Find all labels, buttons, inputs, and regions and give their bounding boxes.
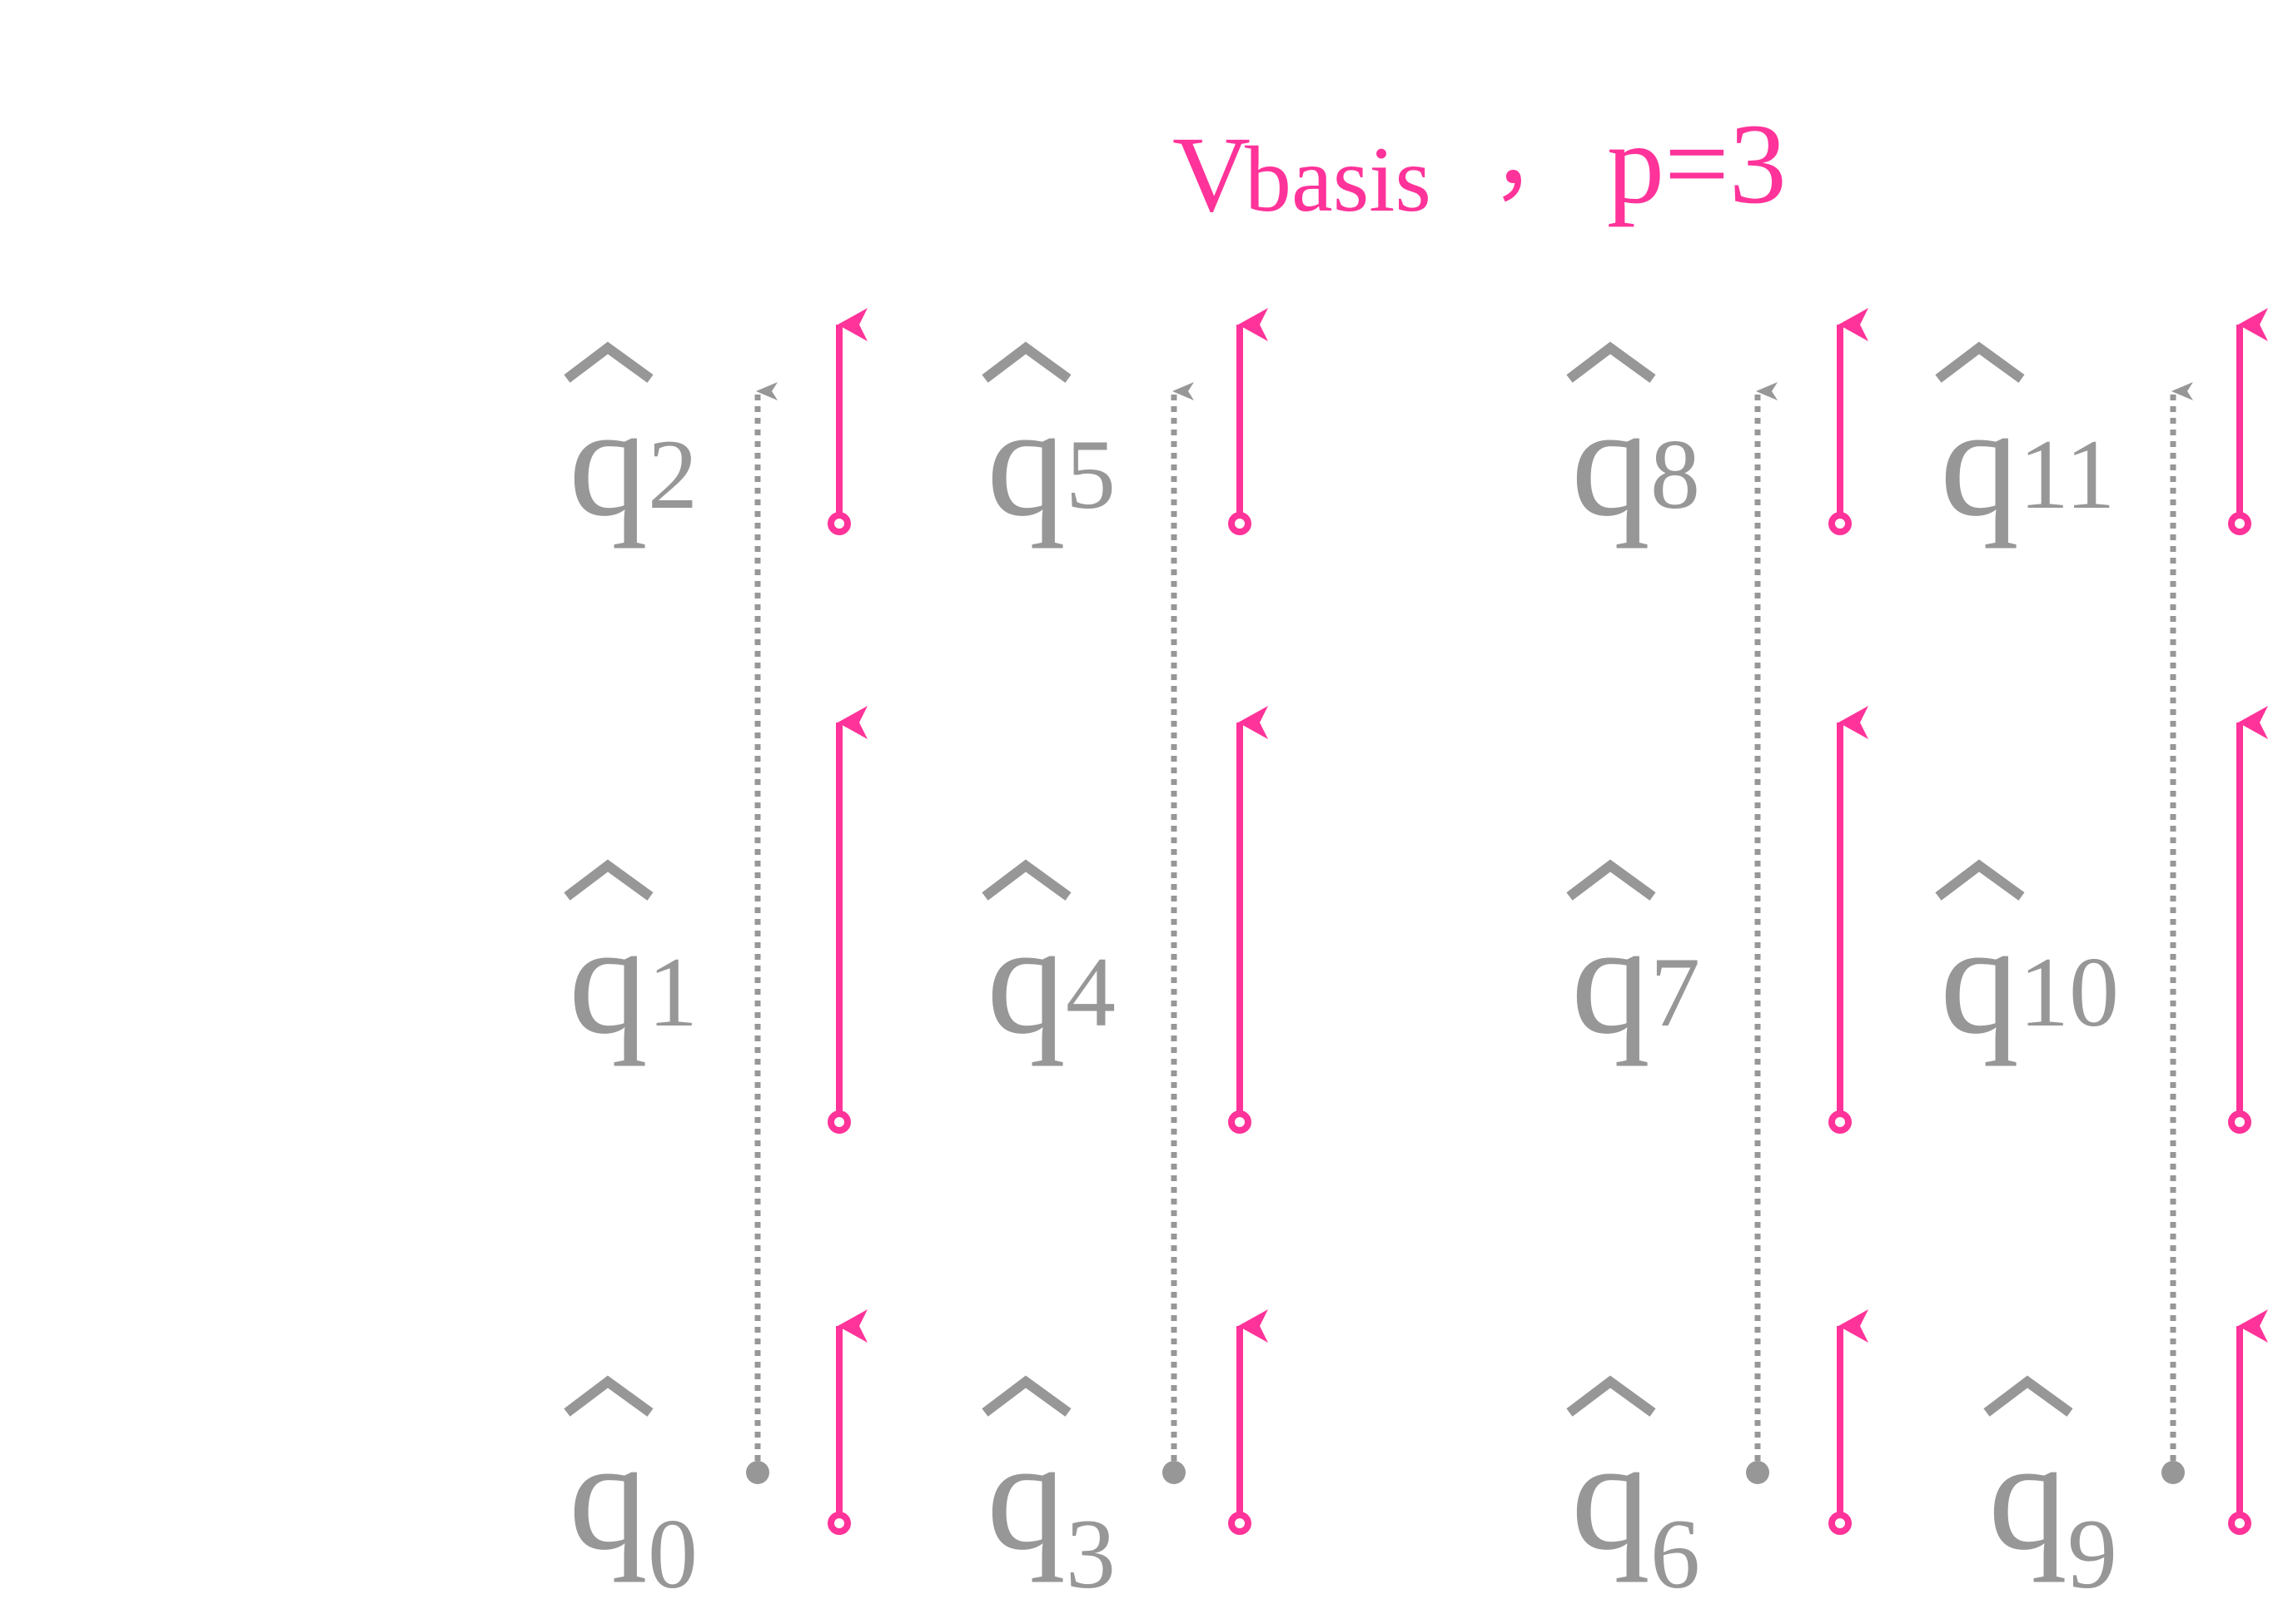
qubit-subscript: 0 [648, 1498, 698, 1609]
pink-start-circle [828, 1512, 851, 1535]
hat-accent-icon [982, 859, 1072, 901]
title-comma: ， [1490, 109, 1584, 212]
hat-accent-icon [1935, 341, 2025, 383]
pink-start-circle [1828, 512, 1852, 535]
qubit-subscript: 9 [2067, 1498, 2117, 1609]
qubit-subscript: 1 [648, 936, 698, 1047]
hat-accent-icon [1566, 1375, 1656, 1417]
gray-start-dot [746, 1461, 769, 1484]
qubit-subscript: 8 [1650, 419, 1700, 529]
pink-start-circle [2228, 1512, 2251, 1535]
qubit-subscript: 7 [1650, 936, 1700, 1047]
qubit-letter: q [1571, 892, 1650, 1067]
qubit-letter: q [569, 892, 648, 1067]
pink-start-circle [1828, 1512, 1852, 1535]
qubit-subscript: 2 [648, 419, 698, 529]
title-v-letter: V [1172, 115, 1251, 235]
qubit-letter: q [1571, 1408, 1650, 1583]
qubit-subscript: 11 [2019, 419, 2116, 529]
qubit-subscript: 4 [1066, 936, 1116, 1047]
hat-accent-icon [564, 859, 654, 901]
diagram-title: V basis ， p=3 [1172, 100, 1787, 235]
hat-accent-icon [982, 341, 1072, 383]
pink-start-circle [2228, 512, 2251, 535]
pink-start-circle [1228, 512, 1251, 535]
hat-accent-icon [564, 341, 654, 383]
hat-accent-icon [1983, 1375, 2073, 1417]
pink-start-circle [1828, 1110, 1852, 1134]
pink-start-circle [2228, 1110, 2251, 1134]
qubit-subscript: 6 [1650, 1498, 1700, 1609]
qubit-letter: q [987, 1408, 1066, 1583]
title-v-subscript: basis [1245, 128, 1431, 231]
gray-start-dot [2161, 1461, 2185, 1484]
qubit-letter: q [1571, 375, 1650, 549]
qubit-subscript: 5 [1066, 419, 1116, 529]
pink-start-circle [828, 512, 851, 535]
gray-start-dot [1162, 1461, 1186, 1484]
pink-start-circle [828, 1110, 851, 1134]
qubit-letter: q [1940, 892, 2019, 1067]
qubit-letter: q [1988, 1408, 2067, 1583]
qubit-subscript: 3 [1066, 1498, 1116, 1609]
title-p-value: p=3 [1607, 100, 1787, 227]
hat-accent-icon [1566, 341, 1656, 383]
hat-accent-icon [564, 1375, 654, 1417]
qubit-letter: q [569, 375, 648, 549]
qubit-subscript: 10 [2019, 936, 2119, 1047]
qubit-letter: q [1940, 375, 2019, 549]
qubit-letter: q [987, 892, 1066, 1067]
pink-start-circle [1228, 1512, 1251, 1535]
gray-start-dot [1746, 1461, 1769, 1484]
hat-accent-icon [1566, 859, 1656, 901]
qubit-letter: q [987, 375, 1066, 549]
qubit-letter: q [569, 1408, 648, 1583]
pink-start-circle [1228, 1110, 1251, 1134]
hat-accent-icon [1935, 859, 2025, 901]
hat-accent-icon [982, 1375, 1072, 1417]
